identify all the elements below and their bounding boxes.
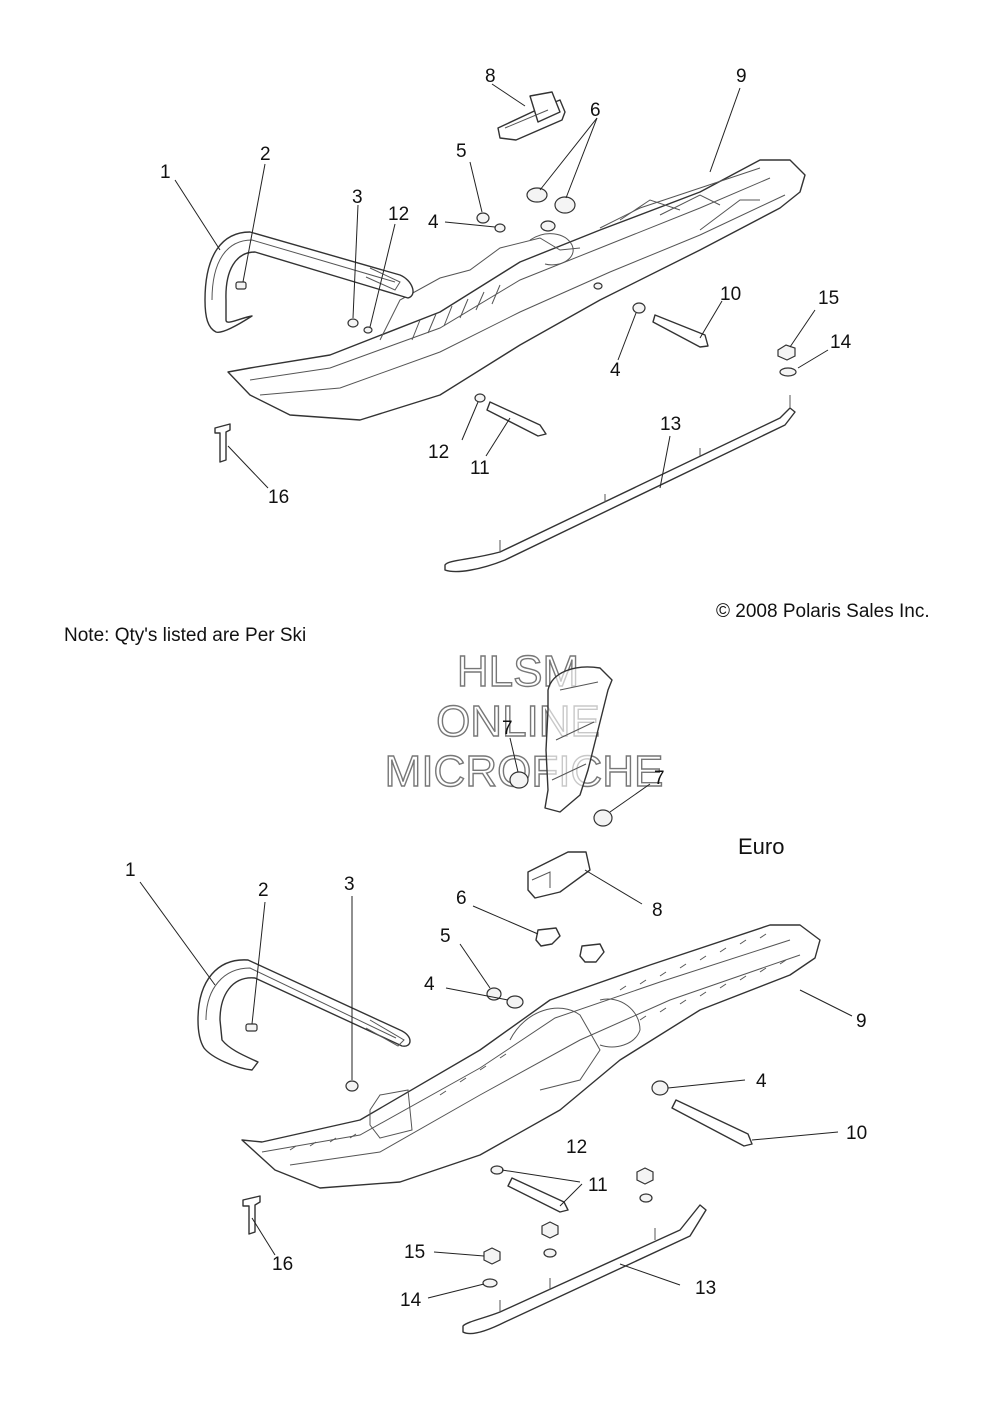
loop-clip-top xyxy=(235,281,247,290)
bushing-6b-top xyxy=(554,196,576,214)
ski-loop-bottom xyxy=(197,959,411,1071)
rivet-16-top xyxy=(214,423,231,463)
bolt-10-bottom xyxy=(671,1099,753,1147)
callout-11-bottom: 11 xyxy=(588,1175,608,1196)
callout-9-bottom: 9 xyxy=(856,1011,867,1032)
callout-labels-bottom: 1 2 3 4 4 5 6 7 7 8 9 10 11 12 13 14 15 … xyxy=(125,718,867,1311)
saddle-8-bottom xyxy=(527,851,591,899)
callout-1-top: 1 xyxy=(160,162,171,183)
nut-15b-bottom xyxy=(541,1221,559,1239)
saddle-8-top xyxy=(497,91,566,141)
watermark-line-3: MICROFICHE xyxy=(385,747,664,796)
washer-4b-top xyxy=(632,302,646,314)
callout-6-top: 6 xyxy=(590,100,601,121)
wear-bar-13-top xyxy=(444,395,796,573)
copyright-text: © 2008 Polaris Sales Inc. xyxy=(716,601,930,622)
washer-14b-bottom xyxy=(543,1248,557,1258)
euro-label: Euro xyxy=(738,834,784,859)
nut-15a-bottom xyxy=(636,1167,654,1185)
wear-bar-13-bottom xyxy=(462,1204,707,1335)
nut-3-top xyxy=(347,318,359,328)
spindle-bracket-euro xyxy=(509,666,613,827)
callout-15-bottom: 15 xyxy=(404,1242,425,1263)
washer-4a-top xyxy=(494,223,506,233)
bushing-7a-bottom xyxy=(509,771,529,789)
nut-5-top xyxy=(476,212,490,224)
callout-7a-bottom: 7 xyxy=(502,718,513,739)
nut-3-bottom xyxy=(345,1080,359,1092)
callout-16-top: 16 xyxy=(268,487,289,508)
nut-15c-bottom xyxy=(483,1247,501,1265)
callout-2-top: 2 xyxy=(260,144,271,165)
bolt-11-top xyxy=(486,401,547,437)
callout-8-bottom: 8 xyxy=(652,900,663,921)
bushing-6a-bottom xyxy=(535,927,561,947)
bolt-10-top xyxy=(652,314,709,348)
callout-5-bottom: 5 xyxy=(440,926,451,947)
callout-8-top: 8 xyxy=(485,66,496,87)
washer-4b-bottom xyxy=(651,1080,669,1096)
callout-3-top: 3 xyxy=(352,187,363,208)
leader-lines-bottom xyxy=(139,737,853,1299)
callout-6-bottom: 6 xyxy=(456,888,467,909)
bushing-6b-bottom xyxy=(579,943,605,963)
loop-clip-bottom xyxy=(245,1023,258,1032)
qty-note: Note: Qty's listed are Per Ski xyxy=(64,625,306,646)
callout-16-bottom: 16 xyxy=(272,1254,293,1275)
washer-14-top xyxy=(779,367,797,377)
callout-1-bottom: 1 xyxy=(125,860,136,881)
bolt-11-bottom xyxy=(507,1177,569,1213)
nut-15-top xyxy=(777,344,796,361)
washer-12-bottom xyxy=(490,1165,504,1175)
callout-9-top: 9 xyxy=(736,66,747,87)
washer-12a-top xyxy=(363,326,373,334)
callout-4a-top: 4 xyxy=(428,212,439,233)
callout-12-bottom: 12 xyxy=(566,1137,587,1158)
callout-10-top: 10 xyxy=(720,284,741,305)
callout-4a-bottom: 4 xyxy=(424,974,435,995)
callout-15-top: 15 xyxy=(818,288,839,309)
leader-lines-top xyxy=(174,83,829,489)
rivet-16-bottom xyxy=(242,1195,261,1235)
bottom-assembly: 1 2 3 4 4 5 6 7 7 8 9 10 11 12 13 14 15 … xyxy=(125,718,867,1335)
callout-13-bottom: 13 xyxy=(695,1278,716,1299)
callout-labels-top: 1 2 3 4 4 5 6 8 9 10 11 12 12 13 14 15 1… xyxy=(160,66,852,508)
callout-12a-top: 12 xyxy=(388,204,409,225)
washer-4a-bottom xyxy=(506,995,524,1009)
callout-14-bottom: 14 xyxy=(400,1290,422,1311)
washer-14c-bottom xyxy=(482,1278,498,1288)
callout-10-bottom: 10 xyxy=(846,1123,867,1144)
callout-11-top: 11 xyxy=(470,458,490,479)
callout-3-bottom: 3 xyxy=(344,874,355,895)
callout-13-top: 13 xyxy=(660,414,681,435)
callout-14-top: 14 xyxy=(830,332,852,353)
callout-4b-top: 4 xyxy=(610,360,621,381)
washer-12b-top xyxy=(474,393,486,403)
callout-2-bottom: 2 xyxy=(258,880,269,901)
washer-14a-bottom xyxy=(639,1193,653,1203)
top-assembly: 1 2 3 4 4 5 6 8 9 10 11 12 12 13 14 15 1… xyxy=(160,66,852,573)
bushing-6a-top xyxy=(526,187,548,203)
callout-7b-bottom: 7 xyxy=(654,768,665,789)
callout-5-top: 5 xyxy=(456,141,467,162)
ski-body-bottom xyxy=(241,924,821,1189)
bushing-7b-bottom xyxy=(593,809,613,827)
callout-12b-top: 12 xyxy=(428,442,449,463)
ski-body-top xyxy=(227,159,806,421)
callout-4b-bottom: 4 xyxy=(756,1071,767,1092)
